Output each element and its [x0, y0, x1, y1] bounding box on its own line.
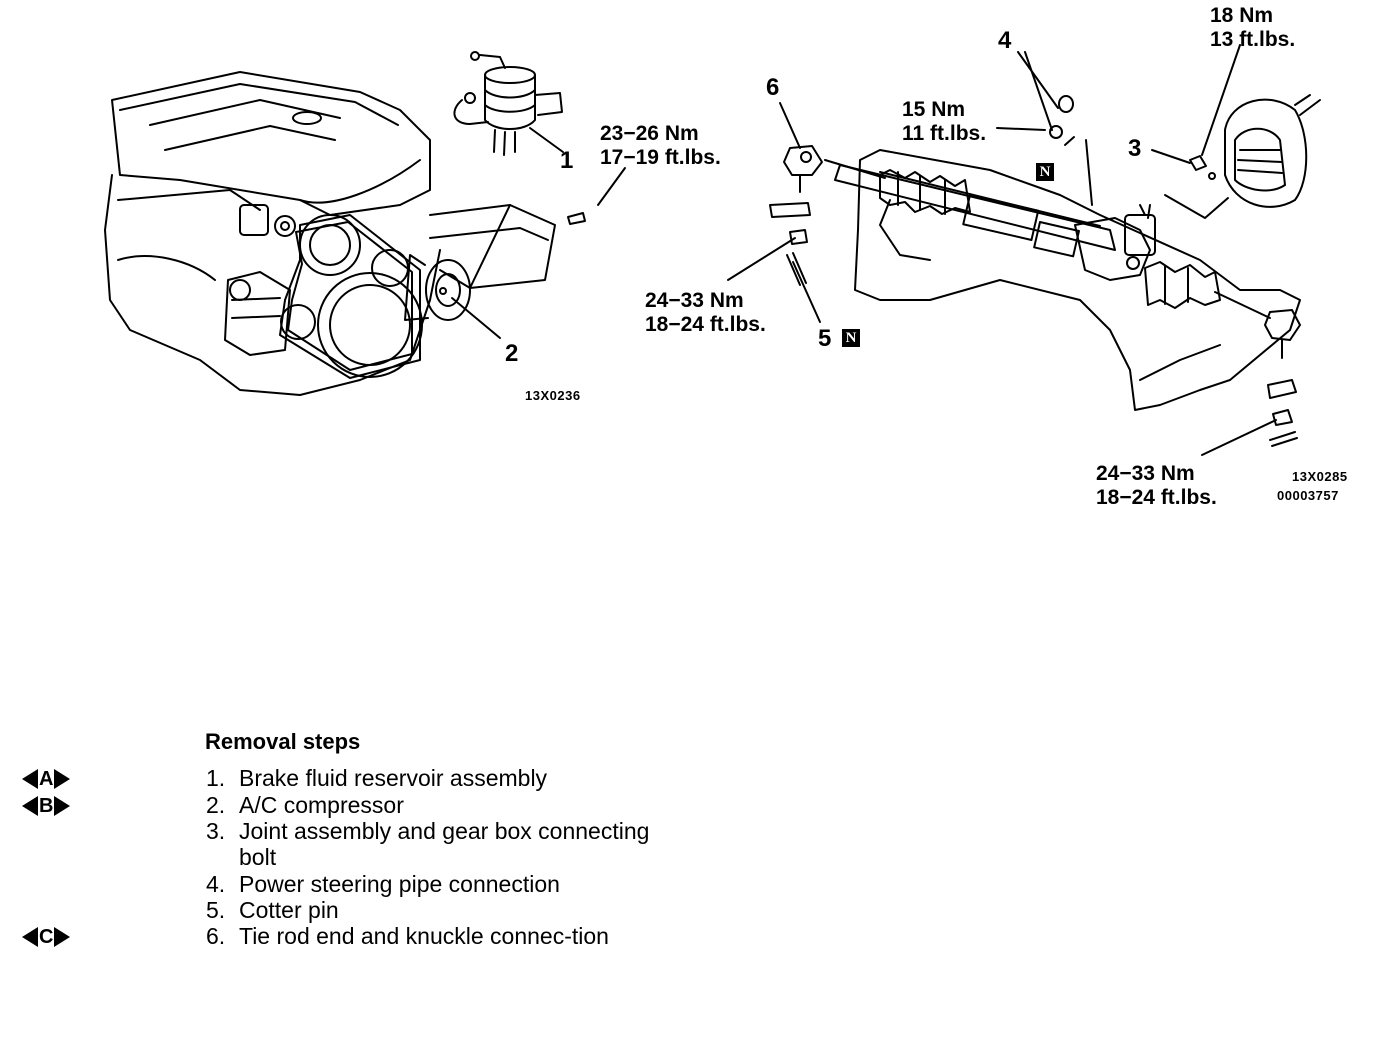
service-point-badge: B [22, 793, 71, 817]
callout-2: 2 [505, 340, 519, 367]
triangle-left-icon [22, 795, 38, 816]
removal-step-number: 5. [206, 897, 226, 923]
removal-step-number: 1. [206, 765, 226, 791]
removal-step-number: 6. [206, 923, 226, 949]
removal-step-number: 2. [206, 792, 226, 818]
removal-step-number: 4. [206, 871, 226, 897]
bolt-illustration [567, 212, 586, 225]
callout-4: 4 [998, 27, 1012, 54]
engine-illustration [104, 71, 556, 396]
removal-step-text: Tie rod end and knuckle connec-tion [239, 923, 609, 949]
removal-step-text: Power steering pipe connection [239, 871, 560, 897]
callout-3: 3 [1128, 135, 1142, 162]
torque-top-nm: 18 Nm [1210, 4, 1274, 27]
triangle-right-icon [54, 926, 71, 947]
callout-6: 6 [766, 74, 780, 101]
service-point-letter: B [39, 794, 54, 817]
torque-pipe-nm: 15 Nm [902, 98, 966, 121]
service-point-badge: A [22, 766, 71, 790]
torque-pipe-ftlbs: 11 ft.lbs. [902, 122, 987, 145]
triangle-right-icon [54, 768, 71, 789]
new-part-mark: N [1036, 163, 1054, 181]
service-point-letter: A [39, 767, 54, 790]
service-point-letter: C [39, 925, 54, 948]
removal-step-text: A/C compressor [239, 792, 404, 818]
removal-step-text: Cotter pin [239, 897, 339, 923]
torque-right-nm: 24−33 Nm [1096, 462, 1195, 485]
torque-right-ftlbs: 18−24 ft.lbs. [1096, 486, 1217, 509]
triangle-left-icon [22, 768, 38, 789]
brake-fluid-reservoir-illustration [453, 51, 563, 156]
callout-1: 1 [560, 147, 574, 174]
figure-code: 13X0236 [525, 388, 581, 403]
callout-5: 5 [818, 325, 832, 352]
leader-lines-left [451, 127, 626, 339]
removal-step-text: Brake fluid reservoir assembly [239, 765, 548, 791]
torque-top-ftlbs: 13 ft.lbs. [1210, 28, 1296, 51]
leader-lines-right [727, 44, 1277, 456]
triangle-right-icon [54, 795, 71, 816]
figure-code-secondary: 00003757 [1277, 488, 1339, 503]
torque-left-nm: 24−33 Nm [645, 289, 744, 312]
removal-steps-title: Removal steps [205, 729, 361, 754]
steering-gear-illustration [769, 94, 1321, 447]
removal-step-number: 3. [206, 818, 226, 844]
removal-step-text: Joint assembly and gear box connecting b… [239, 818, 650, 870]
torque-left-ftlbs: 18−24 ft.lbs. [645, 313, 766, 336]
figure-code: 13X0285 [1292, 469, 1348, 484]
service-point-badge: C [22, 924, 71, 948]
new-part-mark: N [842, 329, 860, 347]
torque-label-nm: 23−26 Nm [600, 122, 699, 145]
triangle-left-icon [22, 926, 38, 947]
torque-label-ftlbs: 17−19 ft.lbs. [600, 146, 721, 169]
